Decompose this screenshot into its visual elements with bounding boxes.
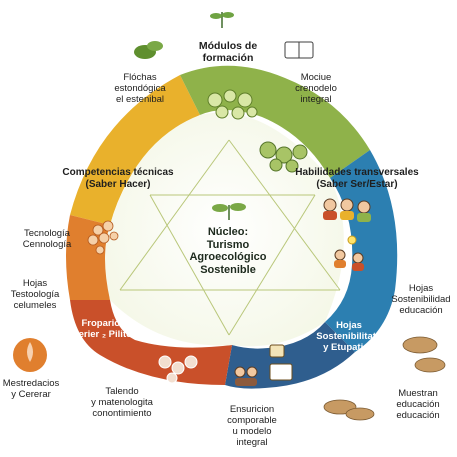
competencias-label: Competencias técnicas (Saber Hacer)	[58, 167, 178, 191]
competencias-line1: Competencias técnicas	[62, 167, 174, 178]
segment-navy	[225, 322, 355, 389]
ensuricion-line2: comporable	[227, 415, 277, 426]
right-top-label: Mociue crenodelo integral	[271, 72, 361, 105]
muestran-label: Muestran educación educación	[383, 388, 453, 421]
sprout-icon	[210, 12, 234, 28]
core-sprout-icon	[212, 203, 246, 220]
segment-yellow	[70, 75, 200, 225]
habilidades-line2: (Saber Ser/Estar)	[316, 179, 398, 190]
tecnologia-label: Tecnología Cennología	[14, 228, 80, 250]
habilidades-line1: Habilidades transversales	[295, 167, 419, 178]
left-top-line2: estondógica	[114, 83, 166, 94]
core-line1: Núcleo:	[207, 226, 249, 238]
ensuricion-line1: Ensuricion	[229, 404, 275, 415]
right-top-line3: integral	[300, 94, 332, 105]
froparioio-line1: Froparioio	[81, 318, 129, 329]
people-icons	[323, 198, 371, 271]
flower-cluster	[87, 220, 119, 255]
talendo-line2: y matenologita	[91, 397, 153, 408]
hojas-sost-line2: Sostenibilitato	[316, 331, 382, 342]
book-icon	[284, 41, 314, 59]
bush-icons	[158, 355, 198, 384]
hojas-right-line1: Hojas	[408, 283, 434, 294]
muestran-line1: Muestran	[398, 388, 438, 399]
loaf-icons	[323, 336, 446, 421]
hojas-right-label: Hojas Sostenibilidad educación	[388, 283, 454, 316]
hojas-right-line3: educación	[399, 305, 443, 316]
talendo-line1: Talendo	[105, 386, 139, 397]
hojas-sost-line3: y Etupation	[323, 342, 375, 353]
hojas-sost-label: Hojas Sostenibilitato y Etupation	[304, 320, 394, 353]
core-line2: Turismo	[206, 238, 250, 251]
hojas-left-line1: Hojas	[22, 278, 48, 289]
core-label: Núcleo: Turismo Agroecológico Sostenible	[168, 226, 288, 276]
froparioio-label: Froparioio Ferier ₂ Pilitos	[66, 318, 144, 340]
ensuricion-line3: u modelo	[232, 426, 272, 437]
leaf-icon	[134, 41, 163, 59]
tecnologia-line1: Tecnología	[24, 228, 70, 239]
group-icons	[234, 344, 293, 386]
core-area	[105, 112, 344, 347]
core-line3: Agroecológico	[189, 251, 267, 263]
hojas-right-line2: Sostenibilidad	[391, 294, 451, 305]
muestran-line2: educación	[396, 399, 440, 410]
left-top-label: Flóchas estondógica el estenibal	[95, 72, 185, 105]
competencias-line2: (Saber Hacer)	[85, 179, 151, 190]
top-title-line1: Módulos de	[198, 40, 258, 52]
hojas-left-line3: celumeles	[13, 300, 57, 311]
mestredacios-label: Mestredacios y Cererar	[0, 378, 62, 400]
plant-cluster	[259, 141, 308, 173]
core-lines	[119, 139, 341, 336]
left-top-line1: Flóchas	[123, 72, 157, 83]
mestredacios-line1: Mestredacios	[2, 378, 60, 389]
top-title-line2: formación	[202, 52, 254, 64]
left-top-line3: el estenibal	[115, 94, 165, 105]
right-top-line1: Mociue	[300, 72, 332, 83]
seed-cluster	[207, 89, 258, 120]
tecnologia-line2: Cennología	[22, 239, 72, 250]
ensuricion-label: Ensuricion comporable u modelo integral	[214, 404, 290, 448]
talendo-label: Talendo y matenologita conontimiento	[74, 386, 170, 419]
hojas-left-label: Hojas Testoología celumeles	[2, 278, 68, 311]
froparioio-line2: Ferier ₂ Pilitos	[72, 329, 138, 340]
talendo-line3: conontimiento	[92, 408, 152, 419]
hojas-sost-line1: Hojas	[336, 320, 362, 331]
habilidades-label: Habilidades transversales (Saber Ser/Est…	[287, 167, 427, 191]
top-title: Módulos de formación	[183, 40, 273, 64]
ensuricion-line4: integral	[236, 437, 268, 448]
right-top-line2: crenodelo	[295, 83, 337, 94]
hojas-left-line2: Testoología	[10, 289, 60, 300]
muestran-line3: educación	[396, 410, 440, 421]
core-line4: Sostenible	[200, 263, 256, 276]
mestredacios-line2: y Cererar	[11, 389, 51, 400]
